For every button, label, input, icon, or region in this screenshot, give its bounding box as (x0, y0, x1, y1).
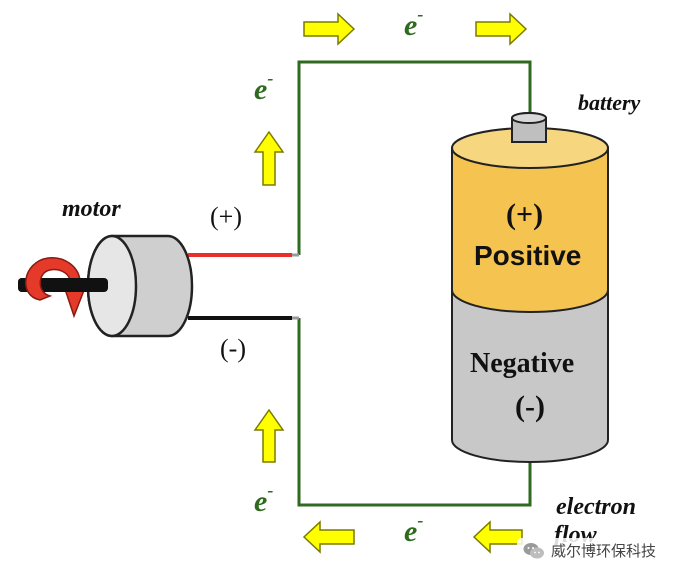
electron-label-left-top: e- (254, 68, 274, 106)
arrow-left-up-2 (253, 408, 285, 463)
watermark-text: 威尔博环保科技 (550, 542, 656, 560)
circuit-wire (297, 60, 532, 255)
arrow-left-up-1 (253, 130, 285, 186)
motor-label: motor (62, 196, 121, 222)
arrow-top-1 (303, 12, 356, 46)
negative-sign: (-) (515, 390, 545, 423)
positive-sign: (+) (506, 198, 544, 231)
motor (18, 234, 194, 338)
watermark: 威尔博环保科技 (516, 538, 662, 563)
arrow-top-2 (475, 12, 528, 46)
battery-positive-half (451, 147, 609, 313)
motor-plus-label: (+) (210, 202, 242, 231)
rotation-arrow-icon (25, 257, 90, 319)
battery (451, 112, 609, 463)
circuit-wire-bottom (297, 318, 532, 507)
motor-minus-label: (-) (220, 334, 246, 363)
electron-label-top: e- (404, 4, 424, 42)
positive-label: Positive (474, 240, 582, 271)
battery-negative-half (451, 289, 609, 463)
arrow-bottom-1 (302, 520, 355, 554)
wechat-icon (523, 542, 544, 558)
electron-label-bottom: e- (404, 510, 424, 548)
negative-label: Negative (470, 348, 575, 379)
electron-flow-label-line1: electron (556, 494, 636, 520)
electron-label-left-bottom: e- (254, 480, 274, 518)
arrow-bottom-2 (472, 520, 523, 554)
battery-label: battery (578, 90, 641, 115)
